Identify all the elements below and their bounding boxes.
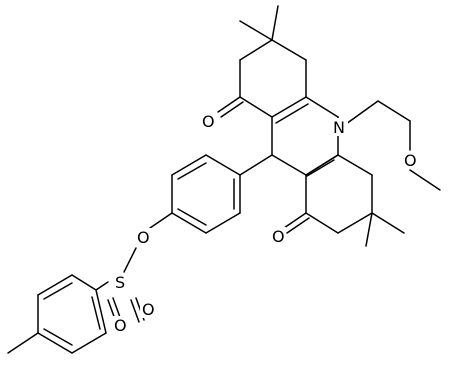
bond (305, 154, 339, 176)
bond (271, 39, 307, 61)
bond (377, 100, 411, 122)
bond (43, 282, 73, 300)
bond (239, 96, 273, 118)
bond (43, 328, 73, 346)
bond (371, 212, 405, 234)
atom-s-sulfonyl: S (115, 273, 125, 292)
bond (345, 100, 379, 125)
bond (71, 274, 97, 291)
bond (37, 332, 73, 354)
bond (337, 154, 373, 176)
bond (177, 162, 207, 180)
bond (130, 299, 140, 323)
bond (305, 96, 339, 118)
bond (271, 154, 307, 176)
bond (37, 274, 73, 296)
bond (275, 103, 309, 124)
bond (239, 39, 273, 61)
bond (365, 212, 373, 247)
bond (239, 154, 273, 176)
bond (306, 159, 335, 177)
bond (177, 208, 207, 226)
atom-o-ketone-top: O (202, 112, 215, 131)
bond (271, 5, 279, 41)
atom-o-sulfonyl-1: O (142, 300, 155, 319)
bond (71, 332, 107, 354)
bond (149, 212, 173, 229)
bond-layer (7, 5, 441, 354)
bond (95, 289, 107, 334)
bond (283, 212, 307, 229)
atom-label-layer: O N O O O S O O (112, 112, 418, 335)
atom-o-methoxy: O (404, 151, 417, 170)
bond (220, 101, 244, 118)
bond (286, 217, 310, 234)
bond (337, 212, 373, 234)
bond (271, 96, 307, 118)
bond (7, 332, 39, 354)
atom-o-ester: O (137, 228, 150, 247)
atom-o-sulfonyl-2: O (114, 316, 127, 335)
bond (171, 212, 207, 234)
bond (171, 154, 207, 176)
bond (205, 154, 241, 176)
atom-n-ring: N (333, 118, 345, 137)
bond (95, 281, 109, 291)
bond (123, 247, 137, 273)
bond (239, 20, 273, 41)
bond (205, 212, 241, 234)
atom-o-ketone-bottom: O (272, 227, 285, 246)
bond (91, 296, 101, 330)
bond (217, 96, 241, 113)
bond (409, 169, 441, 191)
bond (305, 212, 339, 234)
